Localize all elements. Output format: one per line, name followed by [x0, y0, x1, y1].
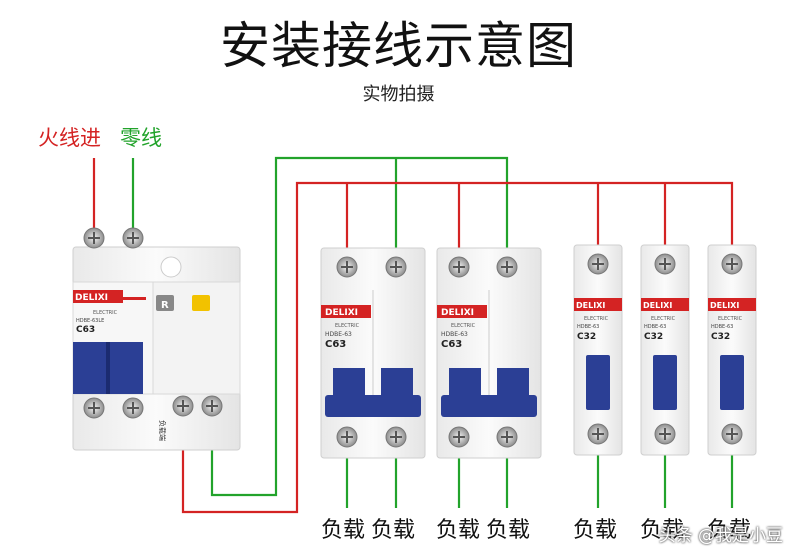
svg-text:HDBE-63LE: HDBE-63LE — [76, 318, 104, 324]
load-side-label: 负载端 — [158, 420, 167, 441]
breaker-rating-text: C32 — [644, 332, 663, 342]
breaker-rating-text: C32 — [577, 332, 596, 342]
terminal-screw — [496, 256, 518, 278]
breaker-brand-text: DELIXI — [441, 308, 474, 318]
svg-text:ELECTRIC: ELECTRIC — [584, 316, 609, 322]
breaker-brand-text: DELIXI — [643, 301, 672, 310]
svg-text:ELECTRIC: ELECTRIC — [718, 316, 743, 322]
neutral-label: 零线 — [120, 126, 162, 150]
branch-breakers: DELIXIELECTRICHDBE-63C63DELIXIELECTRICHD… — [320, 244, 757, 459]
breaker-handle[interactable] — [586, 355, 610, 410]
terminal-screw — [201, 395, 223, 417]
load-wires — [345, 452, 734, 508]
terminal-screw — [83, 227, 105, 249]
terminal-screw — [587, 253, 609, 275]
load-label: 负载 — [321, 518, 366, 543]
load-label: 负载 — [436, 518, 481, 543]
terminal-screw — [336, 256, 358, 278]
terminal-screw — [83, 397, 105, 419]
svg-text:HDBE-63: HDBE-63 — [325, 331, 352, 338]
svg-text:ELECTRIC: ELECTRIC — [451, 323, 476, 329]
terminal-screw — [654, 423, 676, 445]
watermark: 头条 @我是小豆 — [658, 526, 783, 546]
terminal-screw — [496, 426, 518, 448]
breaker-brand-text: DELIXI — [325, 308, 358, 318]
load-label: 负载 — [707, 518, 752, 543]
terminal-screw — [654, 253, 676, 275]
load-label: 负载 — [640, 518, 685, 543]
breaker-brand-text: DELIXI — [576, 301, 605, 310]
breaker-rating-text: C32 — [711, 332, 730, 342]
breaker-rating-text: C63 — [441, 339, 462, 350]
breaker-handle[interactable] — [441, 395, 537, 417]
svg-text:R: R — [161, 300, 169, 311]
diagram-title: 安装接线示意图 — [220, 17, 577, 75]
terminal-screw — [721, 423, 743, 445]
live-in-label: 火线进 — [38, 126, 101, 150]
terminal-screw — [587, 423, 609, 445]
terminal-screw — [122, 397, 144, 419]
breaker-handle[interactable] — [325, 395, 421, 417]
load-label: 负载 — [486, 518, 531, 543]
breaker-brand-text: DELIXI — [710, 301, 739, 310]
terminal-screw — [336, 426, 358, 448]
terminal-screw — [721, 253, 743, 275]
terminal-screw — [448, 256, 470, 278]
svg-text:HDBE-63: HDBE-63 — [644, 324, 666, 330]
main-brand-text: DELIXI — [75, 293, 108, 303]
live-wire-out — [181, 181, 734, 514]
neutral-wire-out — [210, 156, 509, 497]
terminal-screw — [172, 395, 194, 417]
load-label: 负载 — [573, 518, 618, 543]
svg-text:HDBE-63: HDBE-63 — [577, 324, 599, 330]
terminal-screw — [385, 426, 407, 448]
svg-text:ELECTRIC: ELECTRIC — [93, 310, 118, 316]
test-button[interactable] — [156, 295, 174, 311]
terminal-screw — [385, 256, 407, 278]
reset-button[interactable] — [192, 295, 210, 311]
main-rating-text: C63 — [76, 325, 95, 335]
load-label: 负载 — [371, 518, 416, 543]
breaker-rating-text: C63 — [325, 339, 346, 350]
diagram-subtitle: 实物拍摄 — [362, 84, 435, 105]
svg-text:ELECTRIC: ELECTRIC — [335, 323, 360, 329]
svg-text:ELECTRIC: ELECTRIC — [651, 316, 676, 322]
terminal-screws — [83, 227, 743, 448]
svg-text:HDBE-63: HDBE-63 — [711, 324, 733, 330]
breaker-handle[interactable] — [720, 355, 744, 410]
svg-text:HDBE-63: HDBE-63 — [441, 331, 468, 338]
breaker-handle[interactable] — [653, 355, 677, 410]
main-rcbo-breaker: DELIXI ELECTRIC HDBE-63LE C63 R 负载端 — [72, 246, 241, 451]
terminal-screw — [122, 227, 144, 249]
terminal-screw — [448, 426, 470, 448]
